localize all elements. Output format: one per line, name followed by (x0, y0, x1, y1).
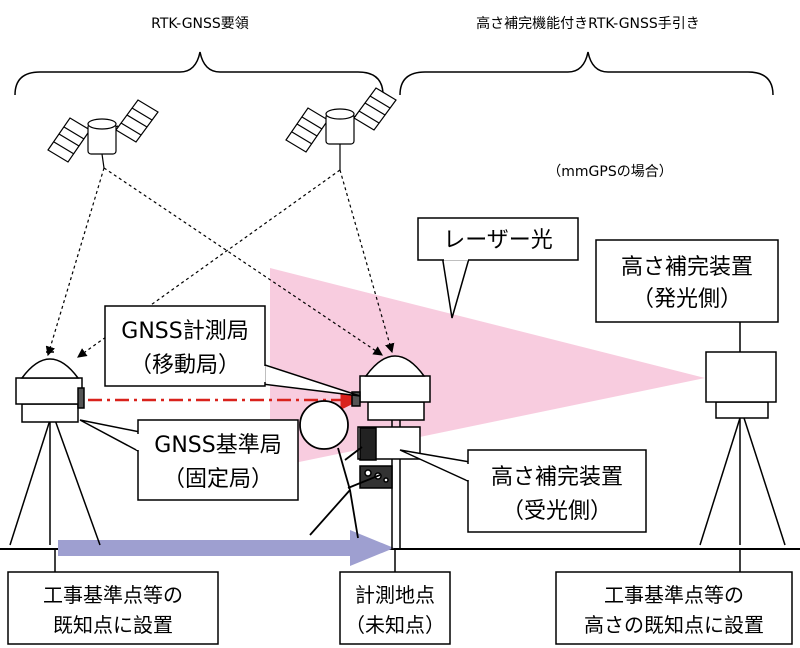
ground-label-right-box (555, 571, 793, 645)
receiver-callout-pointer (399, 449, 471, 484)
ground-label-left-line2: 既知点に設置 (53, 613, 173, 637)
brace-right (399, 51, 774, 96)
base-label-line2: （固定局） (163, 467, 273, 492)
laser-label: レーザー光 (443, 228, 553, 253)
receiver-label-line2: （受光側） (502, 499, 612, 524)
receiver-callout-box (467, 449, 647, 533)
rover-callout-box (104, 305, 266, 387)
gnss-base-station (9, 351, 101, 546)
surveyor-figure (299, 400, 381, 539)
ground-distance-arrow (58, 530, 394, 566)
receiver-label-line1: 高さ補完装置 (491, 465, 623, 490)
ground-label-center-line1: 計測地点 (355, 583, 435, 607)
header-right-title: 高さ補完機能付きRTK-GNSS手引き (476, 15, 700, 32)
gnss-rover-station (351, 355, 431, 549)
laser-callout-box (417, 217, 579, 261)
laser-callout-pointer (441, 254, 471, 319)
satellite-right-icon (285, 87, 397, 170)
ground-label-left-box (7, 571, 219, 645)
ground-label-right-line1: 工事基準点等の (604, 583, 744, 607)
base-callout-box (137, 419, 299, 501)
ground-label-center-box (339, 571, 451, 645)
emitter-label-line2: （発光側） (632, 287, 742, 312)
rover-label-line1: GNSS計測局 (121, 319, 248, 344)
emitter-label-line1: 高さ補完装置 (621, 255, 753, 280)
ground-label-right-line2: 高さの既知点に設置 (584, 613, 764, 637)
ground-label-left-line1: 工事基準点等の (43, 583, 183, 607)
header-left-title: RTK-GNSS要領 (151, 15, 249, 32)
satellite-left-icon (47, 99, 159, 169)
brace-left (14, 51, 384, 96)
base-label-line1: GNSS基準局 (154, 433, 281, 458)
mmgps-note: （mmGPSの場合） (547, 164, 672, 180)
rover-label-line2: （移動局） (130, 353, 240, 378)
ground-label-center-line2: （未知点） (345, 613, 445, 637)
height-emitter-device (699, 351, 786, 546)
emitter-callout-box (595, 239, 779, 323)
gnss-signal-lines (45, 167, 395, 358)
base-callout-pointer (79, 419, 141, 454)
